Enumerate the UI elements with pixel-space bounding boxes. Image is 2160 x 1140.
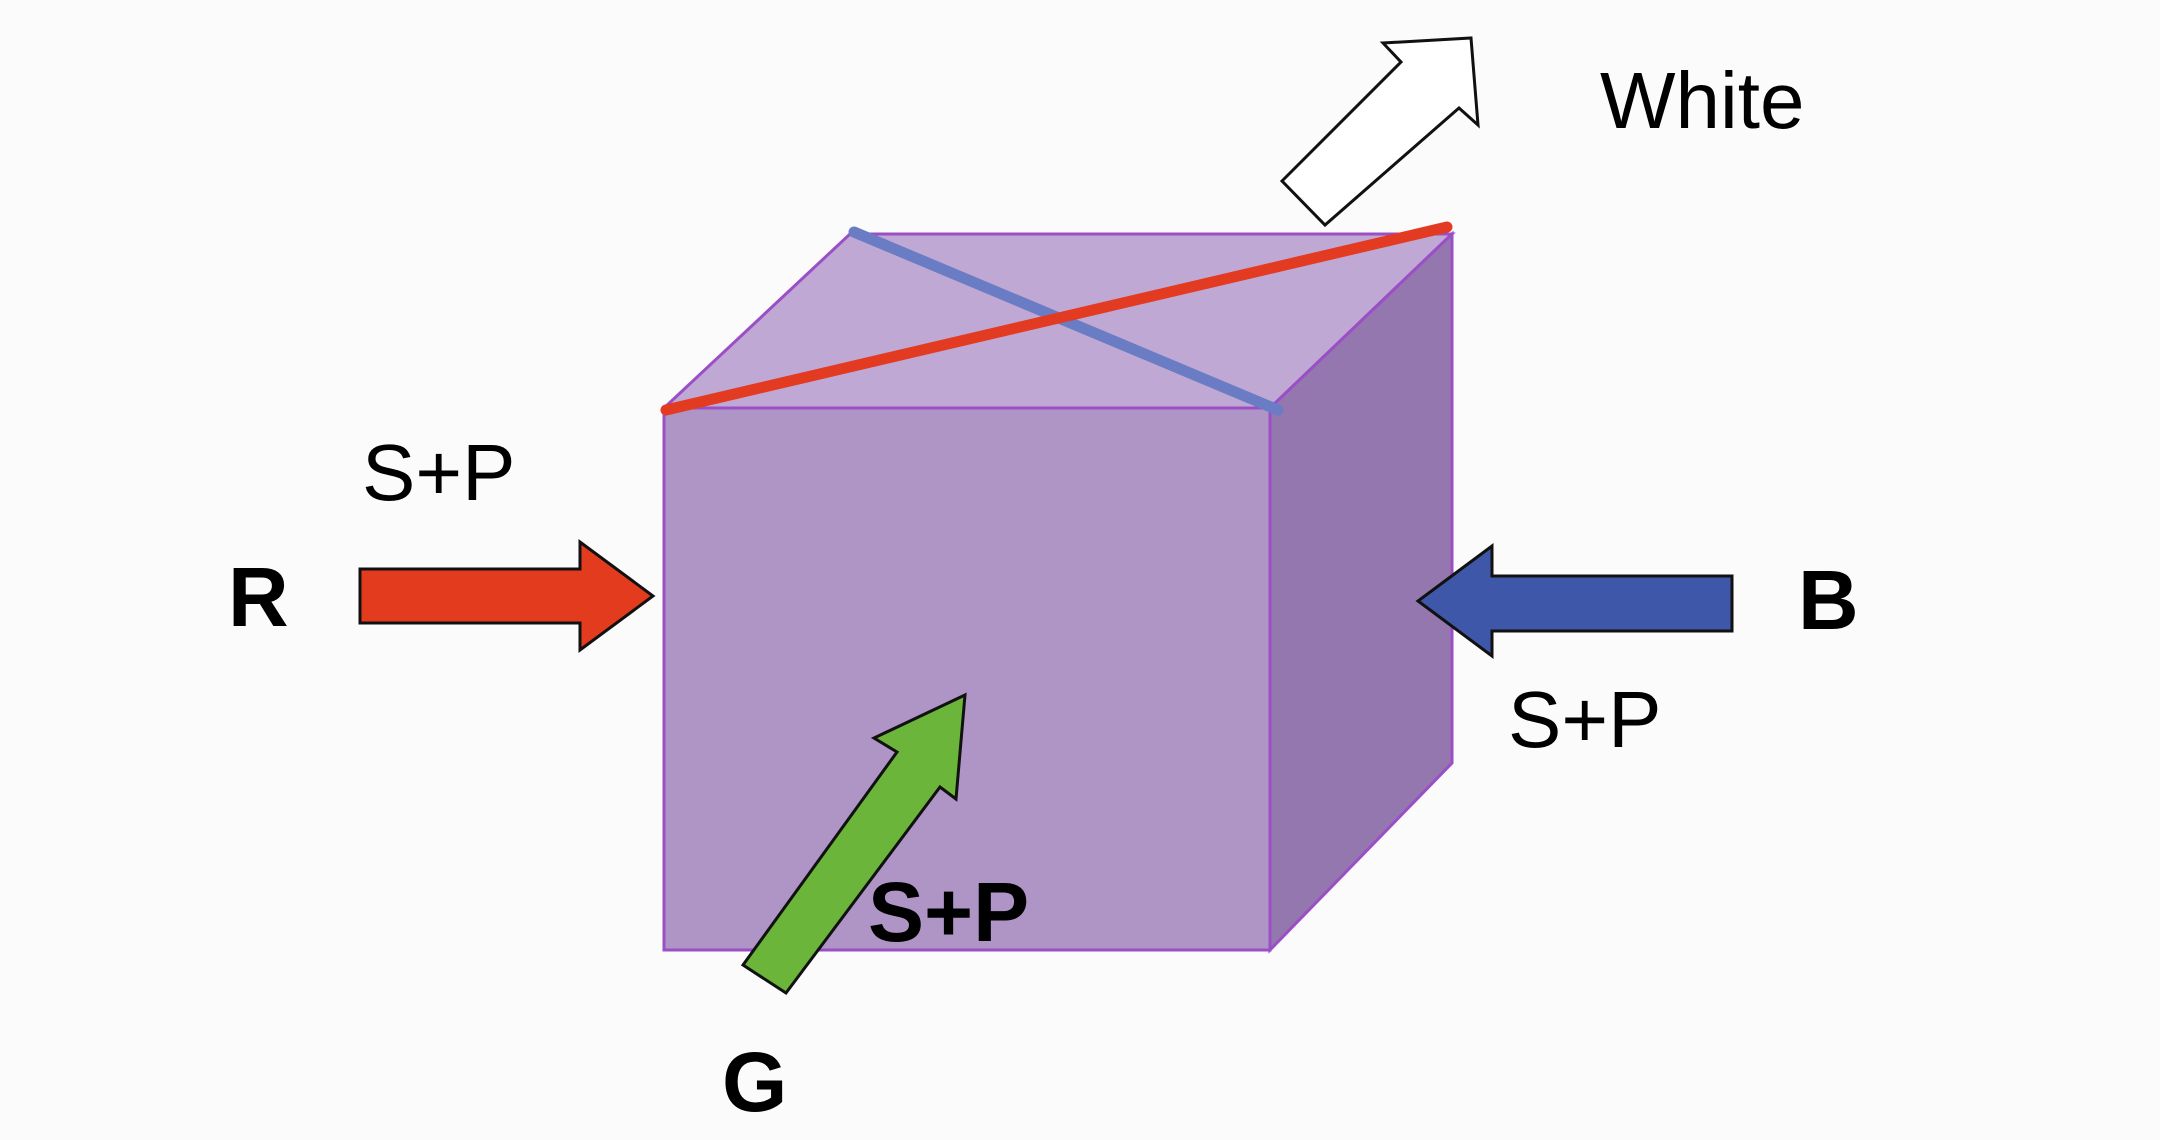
red-input-label: R — [228, 550, 289, 644]
x-cube-prism — [660, 221, 1456, 954]
blue-polarization-label: S+P — [1508, 675, 1661, 764]
dichroic-mirror-red-line — [660, 221, 1453, 416]
red-polarization-label: S+P — [362, 428, 515, 517]
blue-input-label: B — [1798, 553, 1859, 647]
green-input-label: G — [722, 1035, 787, 1129]
output-label: White — [1600, 56, 1805, 145]
cube-front-face — [662, 406, 1272, 952]
arrow-up-right-icon — [740, 692, 967, 996]
arrow-left-icon — [1415, 543, 1734, 659]
arrow-right-icon — [358, 539, 656, 653]
arrow-up-right-outline-icon — [1279, 36, 1480, 228]
green-polarization-label: S+P — [868, 865, 1029, 959]
